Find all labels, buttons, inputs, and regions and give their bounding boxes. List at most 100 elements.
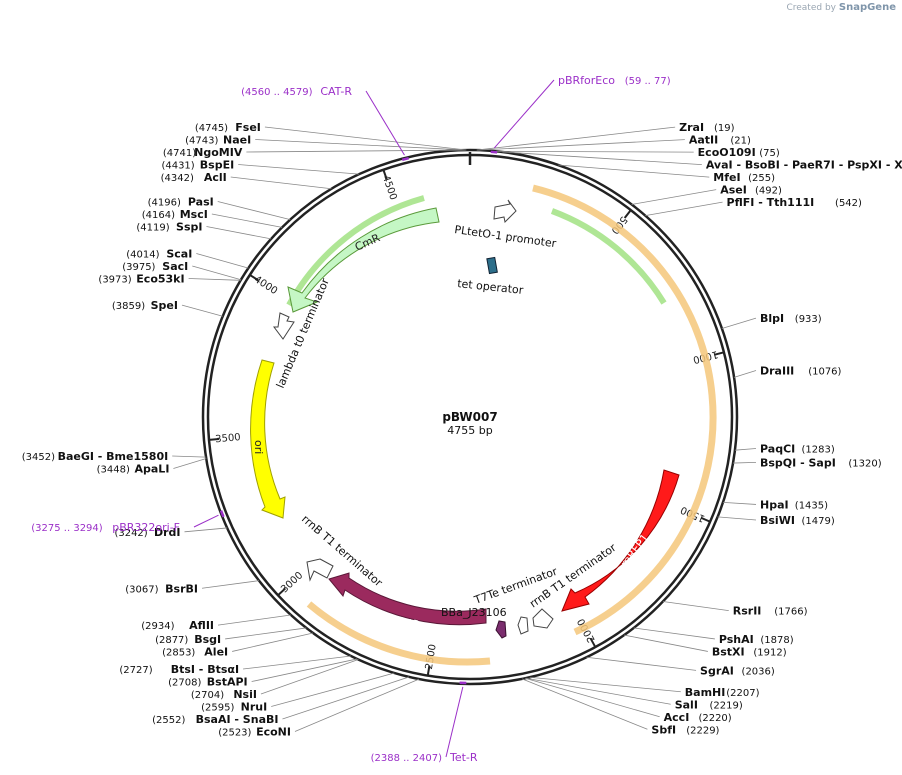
site-name: ApaLI [135,463,170,476]
tick-mark [713,351,725,356]
tet-operator-box [486,256,498,275]
site-leader-line [732,461,757,464]
restriction-site: SgrAI (2036) [586,656,775,677]
site-position: (542) [835,198,862,209]
restriction-sites: ZraI(19)AatII(21)EcoO109I(75)AvaI - BsoB… [22,121,902,739]
site-position: (2708) [168,678,201,689]
plasmid-length: 4755 bp [447,424,492,437]
restriction-site: SacI(3975) [122,260,242,281]
site-leader-line [232,632,314,652]
site-position: (21) [730,136,751,147]
site-position: (2220) [698,713,731,724]
mrfp1-arrow [561,469,680,612]
site-leader-line [184,527,228,533]
site-name: BspEI [200,159,234,172]
restriction-site: DraIII(1076) [733,365,842,378]
site-position: (2523) [218,728,251,739]
site-position: (4745) [195,123,228,134]
site-position: (2853) [162,647,195,658]
site-name: SgrAI [700,664,734,677]
site-position: (4119) [136,223,169,234]
site-leader-line [181,304,223,317]
rrnb-t1-terminator-left-arrow [306,558,334,582]
restriction-site: BamHI(2207) [529,676,760,699]
site-name: BlpI [760,312,784,325]
site-leader-line [294,678,420,732]
site-leader-line [529,676,681,693]
site-name: AseI [720,184,747,197]
cmr-label: CmR [353,231,382,254]
site-name: PshAI [719,633,754,646]
site-name: MfeI [713,171,740,184]
restriction-site: BsiWI(1479) [717,514,835,527]
site-name: BsiWI [760,514,795,527]
site-leader-line [238,164,360,175]
site-leader-line [206,226,272,240]
site-leader-line [201,580,260,589]
site-position: (1878) [760,635,793,646]
site-position: (2727) [119,665,152,676]
site-leader-line [217,201,291,220]
site-leader-line [271,672,395,707]
restriction-site: BaeGI - Bme1580I(3452) [22,450,207,463]
site-position: (4014) [126,249,159,260]
site-position: (4741) [163,148,196,159]
site-position: (4743) [185,136,218,147]
site-name: PflFI - Tth111I [727,196,815,209]
site-leader-line [734,448,757,451]
site-leader-line [192,265,242,281]
site-position: (3448) [97,465,130,476]
site-leader-line [645,201,723,216]
site-position: (2704) [191,690,224,701]
site-position: (2207) [726,688,759,699]
restriction-site: HpaI(1435) [722,498,828,511]
site-name: MscI [180,208,208,221]
site-position: (2036) [742,666,775,677]
site-name: DrdI [154,526,181,539]
tick-mark [382,169,388,180]
site-leader-line [662,601,729,612]
primer-leader-line [193,514,219,528]
site-leader-line [251,658,358,682]
site-name: BstXI [712,645,745,658]
restriction-site: BsgI (2877) [155,627,307,646]
orange-highlight-arc-right [532,184,717,636]
site-name: SpeI [151,299,178,312]
primer-leader-line [445,686,464,758]
site-leader-line [733,370,757,378]
site-position: (2877) [155,635,188,646]
restriction-site: BspQI - SapI (1320) [732,456,882,469]
restriction-site: PshAI (1878) [633,627,794,646]
site-name: BsgI [194,633,221,646]
green-highlight-arc-top-left [286,195,425,307]
site-position: (4164) [142,210,175,221]
site-name: DraIII [760,365,794,378]
restriction-site: FseI(4745) [195,121,467,151]
site-leader-line [246,149,466,153]
primer: CAT-R(4560 .. 4579) [241,85,409,161]
tick-mark [208,438,220,441]
site-position: (4196) [148,198,181,209]
tick-mark [426,665,431,676]
restriction-site: RsrII(1766) [662,601,808,618]
restriction-site: BstXI(1912) [623,634,787,658]
restriction-site: AccI(2220) [525,677,732,724]
restriction-site: NgoMIV(4741) [163,146,466,159]
site-name: NruI [241,701,268,714]
backbone [201,148,739,686]
site-name: BspQI - SapI [760,456,836,469]
restriction-site: NaeI(4743) [185,134,466,151]
primers: CAT-R(4560 .. 4579)pBRforEco(59 .. 77)pB… [31,74,670,764]
snapgene-credit: Created by SnapGene [786,2,896,13]
site-name: BsaAI - SnaBI [196,713,279,726]
site-position: (2552) [152,715,185,726]
site-name: EcoO109I [698,146,756,159]
site-name: PasI [188,196,214,209]
site-leader-line [225,627,307,640]
tick-label: 4500 [380,174,399,202]
site-name: PaqCI [760,443,795,456]
restriction-site: MfeI(255) [558,164,775,184]
site-position: (492) [755,186,782,197]
site-position: (3067) [125,584,158,595]
site-position: (1320) [848,458,881,469]
